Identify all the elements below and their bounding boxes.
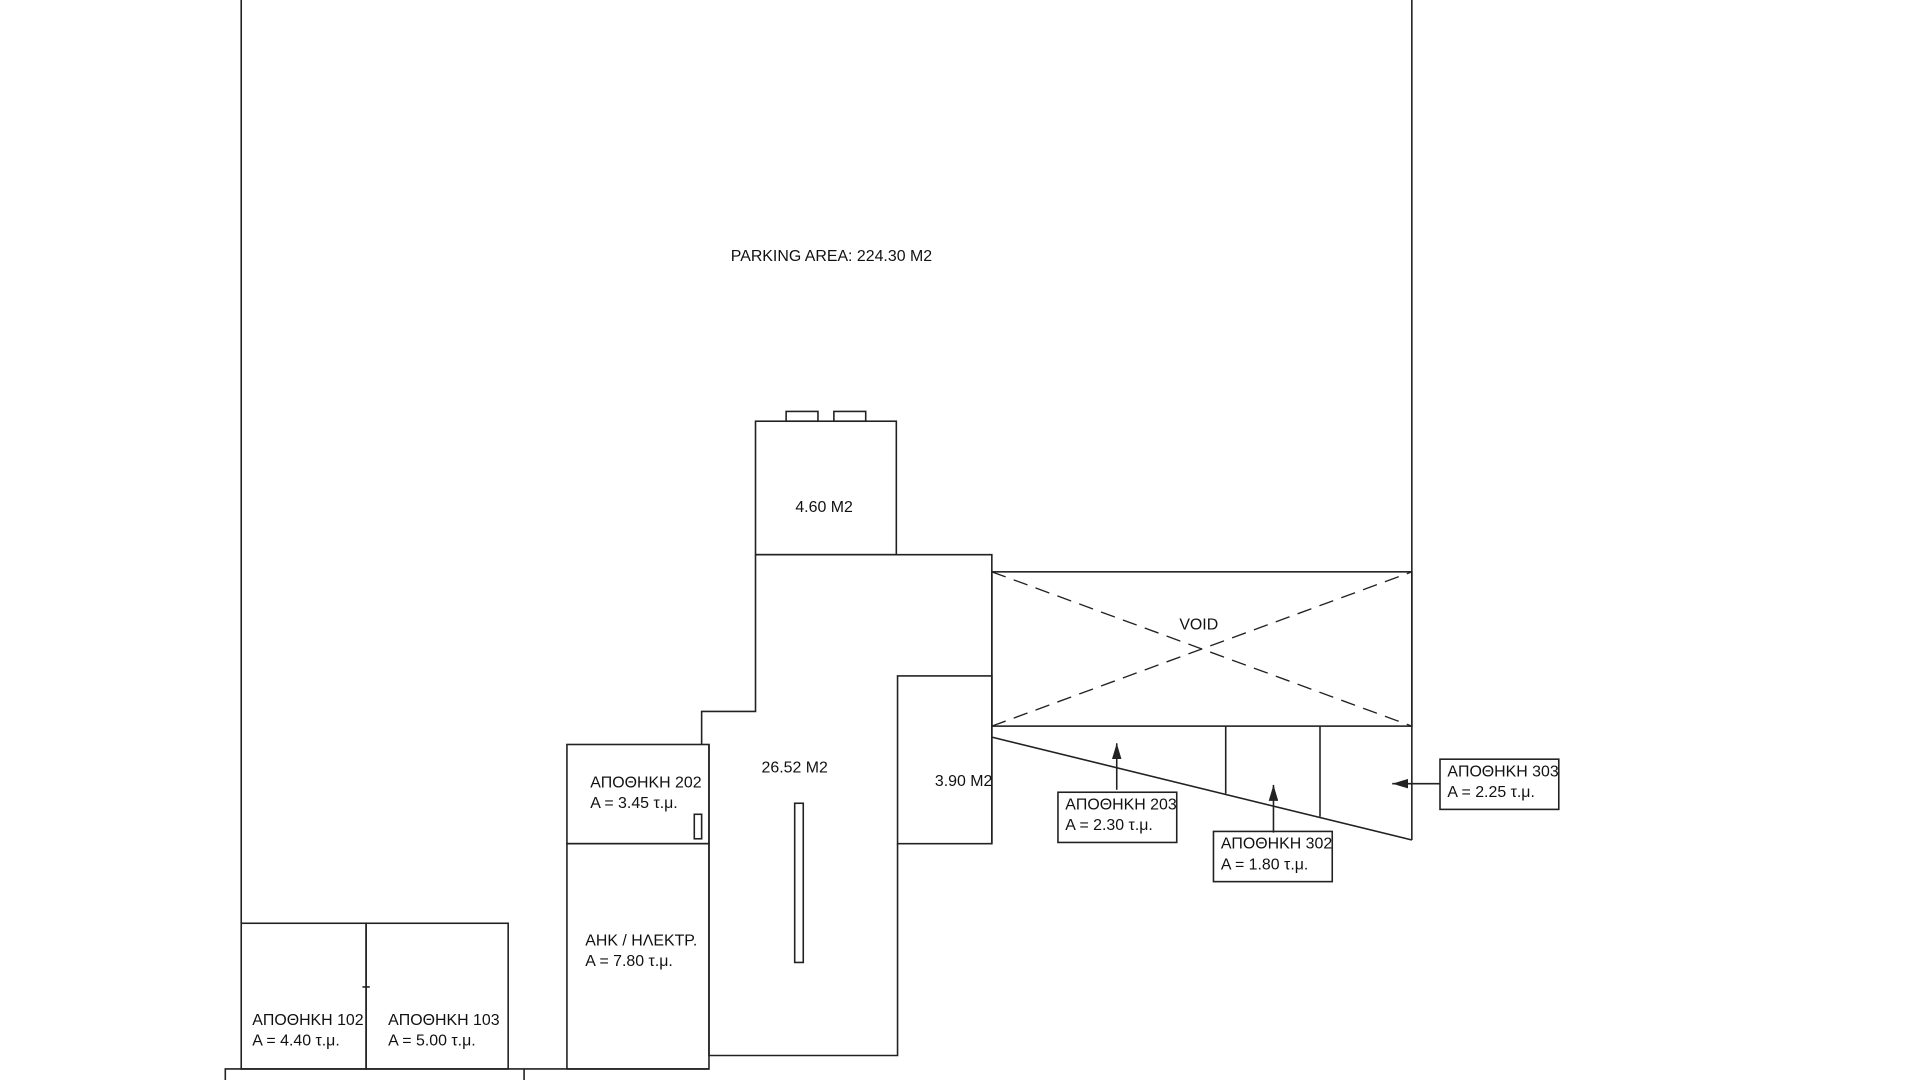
void-label: VOID — [1179, 616, 1218, 633]
void-area — [991, 571, 1413, 727]
walls — [224, 0, 1413, 1080]
side-room-label: 3.90 M2 — [935, 773, 993, 790]
storage-202-name: ΑΠΟΘΗΚΗ 202 — [590, 774, 702, 791]
storage-103-area: A = 5.00 τ.μ. — [388, 1033, 476, 1050]
storage-203-name: ΑΠΟΘΗΚΗ 203 — [1065, 796, 1177, 813]
top-room-label: 4.60 M2 — [795, 499, 853, 516]
storage-103-name: ΑΠΟΘΗΚΗ 103 — [388, 1012, 500, 1029]
side-room — [896, 675, 993, 845]
storage-202 — [566, 743, 710, 845]
ahk-area: A = 7.80 τ.μ. — [585, 953, 673, 970]
storage-203-area: A = 2.30 τ.μ. — [1065, 817, 1153, 834]
storage-303-name: ΑΠΟΘΗΚΗ 303 — [1447, 763, 1559, 780]
storage-302-area: A = 1.80 τ.μ. — [1221, 856, 1309, 873]
storage-303-area: A = 2.25 τ.μ. — [1447, 784, 1535, 801]
storage-102-name: ΑΠΟΘΗΚΗ 102 — [252, 1012, 364, 1029]
leaders — [1057, 743, 1560, 883]
ahk-name: ΑΗΚ / ΗΛΕΚΤΡ. — [585, 932, 697, 949]
top-room — [754, 420, 898, 556]
parking-label: PARKING AREA: 224.30 M2 — [731, 248, 932, 265]
storage-202-area: A = 3.45 τ.μ. — [590, 795, 678, 812]
storage-302-name: ΑΠΟΘΗΚΗ 302 — [1221, 836, 1333, 853]
storage-102-area: A = 4.40 τ.μ. — [252, 1033, 340, 1050]
main-room-label: 26.52 M2 — [762, 760, 828, 777]
